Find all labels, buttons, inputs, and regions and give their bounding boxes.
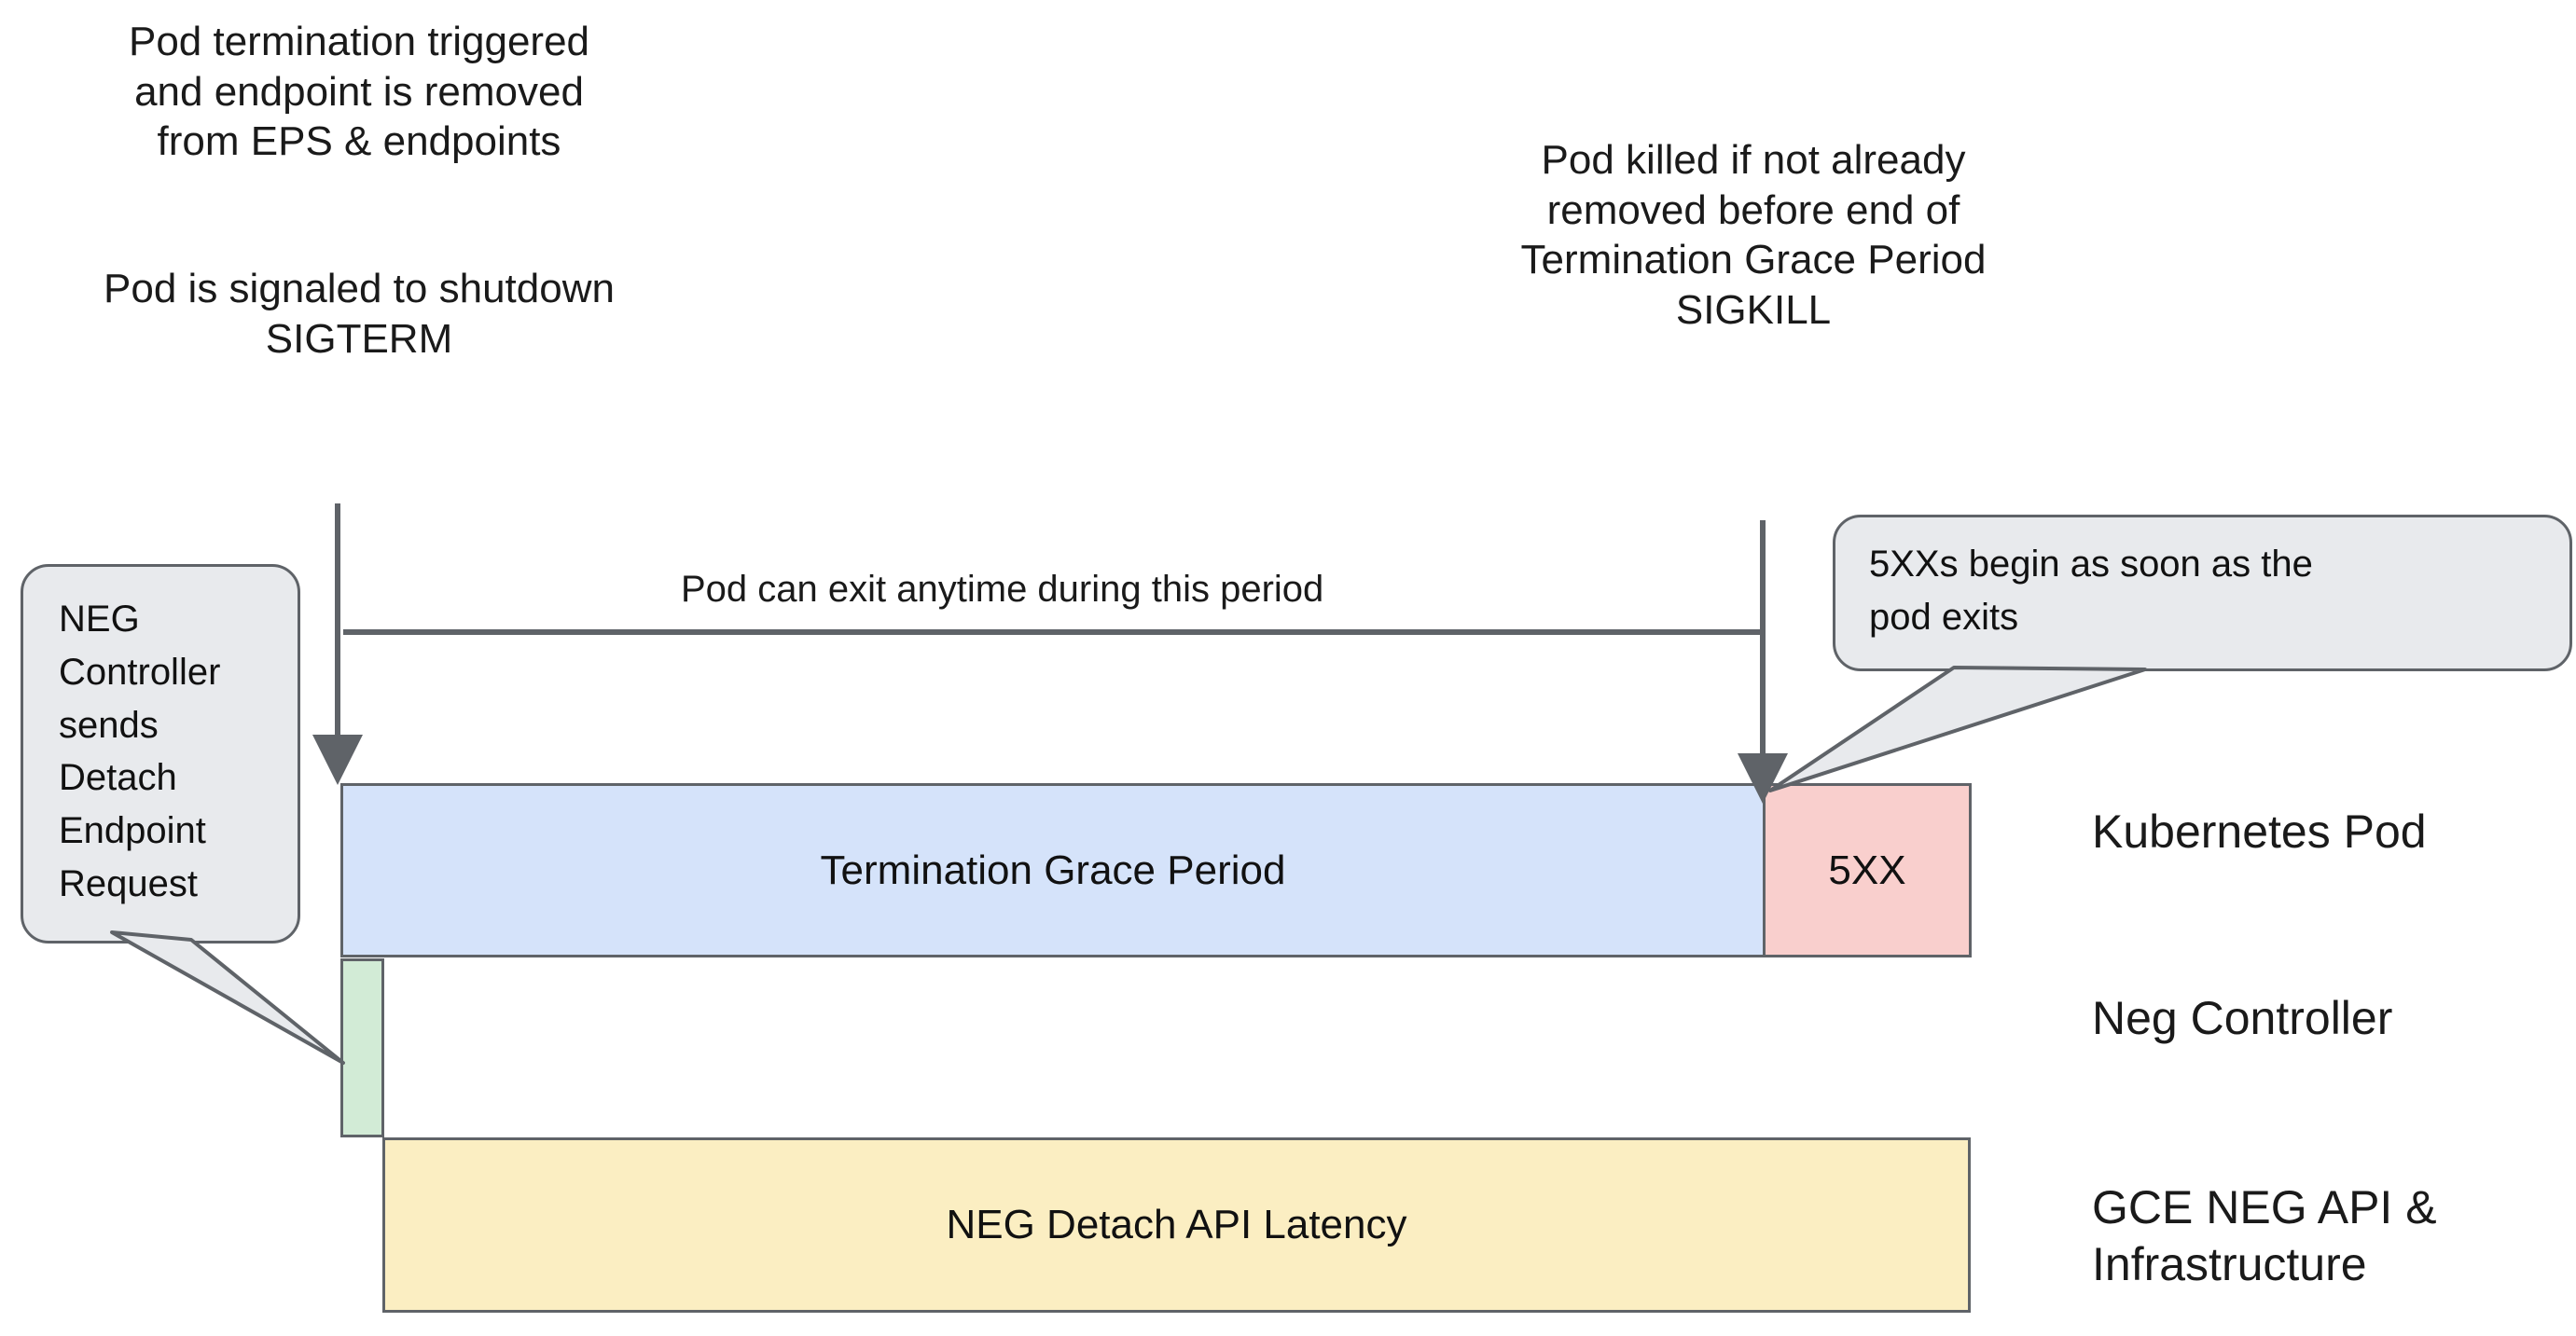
neg-controller-callout: NEG Controller sends Detach Endpoint Req… [21,564,300,943]
neg-detach-api-latency-label: NEG Detach API Latency [946,1202,1407,1247]
row-label-kubernetes-pod: Kubernetes Pod [2092,806,2427,858]
neg-detach-api-latency-bar: NEG Detach API Latency [382,1137,1971,1313]
termination-grace-period-bar: Termination Grace Period [340,783,1766,957]
five-xx-callout-text: 5XXs begin as soon as the pod exits [1869,544,2313,638]
span-caption-pod-can-exit: Pod can exit anytime during this period [681,569,1324,610]
five-xx-callout: 5XXs begin as soon as the pod exits [1833,515,2572,671]
termination-grace-period-label: Termination Grace Period [820,847,1286,893]
five-xx-callout-tail [1768,666,2147,792]
row-label-gce-neg-api: GCE NEG API & Infrastructure [2092,1181,2437,1290]
neg-controller-callout-text: NEG Controller sends Detach Endpoint Req… [59,599,221,904]
neg-detach-request-bar [340,958,384,1137]
five-xx-label: 5XX [1828,847,1906,893]
annotation-pod-killed-sigkill: Pod killed if not already removed before… [1520,137,1987,334]
annotation-pod-signaled-sigterm: Pod is signaled to shutdown SIGTERM [104,266,615,362]
annotation-pod-termination-triggered: Pod termination triggered and endpoint i… [128,19,590,165]
neg-controller-callout-tail [110,930,345,1065]
row-label-neg-controller: Neg Controller [2092,992,2393,1044]
five-xx-bar: 5XX [1763,783,1972,957]
